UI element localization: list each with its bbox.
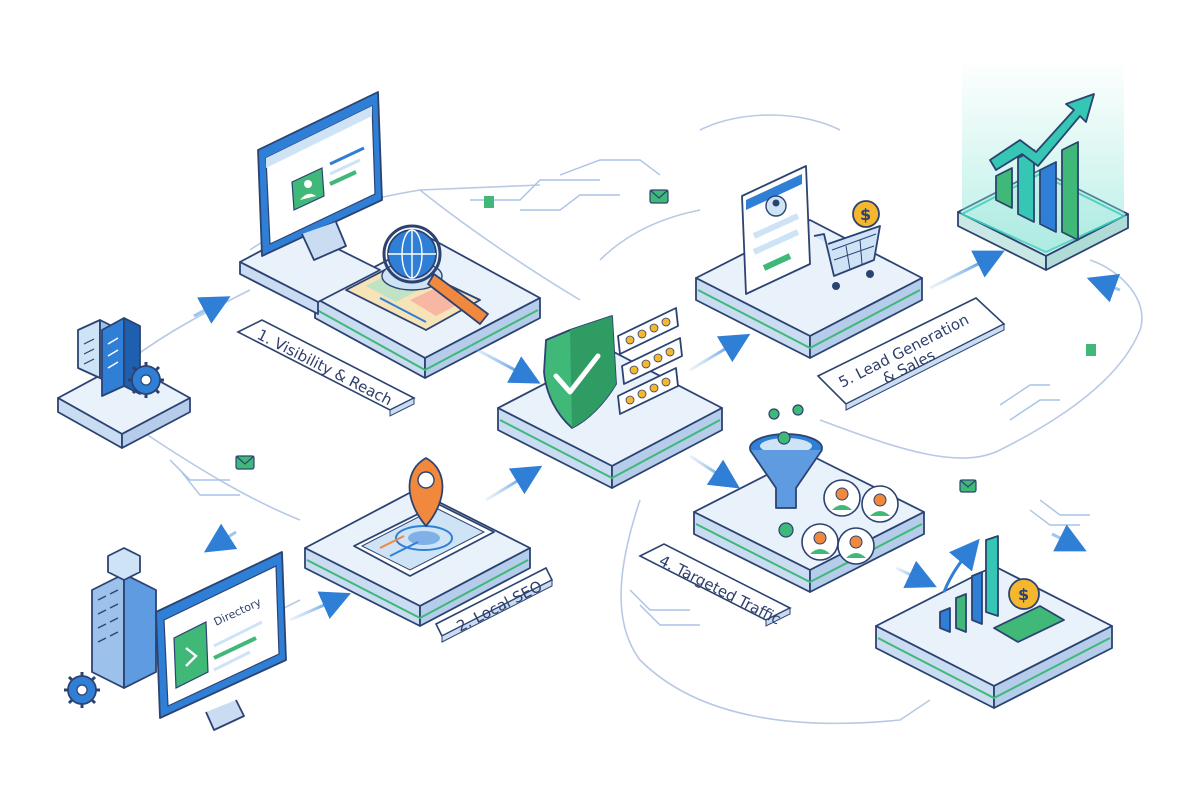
- star-review-icon: [617, 307, 683, 415]
- shopping-cart-icon: [813, 225, 881, 290]
- bar-chart-icon: $: [939, 535, 1065, 643]
- building-gear-icon: [77, 317, 164, 398]
- platform-traffic: [693, 453, 925, 593]
- dollar-coin-icon: $: [852, 200, 880, 228]
- flow-arrows: [193, 250, 1121, 622]
- globe-map-search-icon: [345, 224, 489, 331]
- monitor-profile-icon: [257, 91, 383, 261]
- connector-lines: [129, 114, 1143, 725]
- location-pin-phone-icon: [353, 457, 495, 577]
- svg-text:$: $: [860, 205, 871, 224]
- growth-chart-icon: [989, 93, 1095, 241]
- shield-check-icon: [543, 315, 617, 429]
- platform-sales: [875, 565, 1113, 709]
- email-icon: [235, 189, 1096, 493]
- svg-text:$: $: [1018, 585, 1029, 604]
- directory-monitor-icon: Directory: [155, 551, 287, 731]
- building-icon: [64, 547, 157, 708]
- funnel-people-icon: [749, 404, 899, 565]
- profile-form-icon: [741, 165, 811, 295]
